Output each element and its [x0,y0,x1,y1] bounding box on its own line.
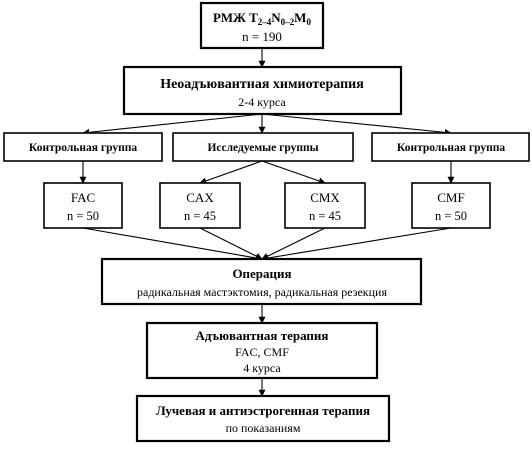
start-box-count: n = 190 [242,29,282,44]
stage-n-sub: 0–2 [281,17,295,27]
regimen-fac-count: n = 50 [67,209,99,223]
study-groups-box: Исследуемые группы [172,132,354,162]
regimen-cmx-count: n = 45 [309,209,341,223]
start-box: РМЖ T2–4N0–2M0 n = 190 [199,1,325,50]
start-box-stage-label: РМЖ T2–4N0–2M0 [213,10,311,27]
regimen-fac-box: FAC n = 50 [43,182,123,229]
regimen-cmf-name: CMF [437,190,464,205]
stage-m-letter: M [294,10,306,25]
adjuvant-detail-courses: 4 курса [243,361,281,375]
regimen-cax-name: CAX [186,190,214,205]
radiation-title: Лучевая и антиэстрогенная терапия [156,403,370,418]
arrow-study-to-cmx [261,160,326,185]
operation-detail: радикальная мастэктомия, радикальная рез… [137,285,387,299]
adjuvant-detail-regimens: FAC, CMF [235,345,289,359]
stage-prefix: РМЖ T [213,10,258,25]
arrow-neoadjuvant-to-control-right [261,113,452,136]
operation-title: Операция [232,266,291,281]
regimen-cax-box: CAX n = 45 [159,182,241,229]
radiation-detail: по показаниям [226,421,301,435]
arrow-fac-to-operation [82,227,263,262]
arrow-cmf-to-operation [261,227,452,262]
arrow-cmx-to-operation [261,227,326,260]
radiation-box: Лучевая и антиэстрогенная терапия по пок… [135,394,391,443]
adjuvant-title: Адъювантная терапия [196,328,329,343]
adjuvant-box: Адъювантная терапия FAC, CMF 4 курса [145,321,379,380]
control-group-left-label: Контрольная группа [29,142,137,154]
control-group-right-box: Контрольная группа [371,132,530,162]
regimen-cmx-box: CMX n = 45 [284,182,366,229]
arrow-neoadjuvant-to-control-left [82,113,263,136]
stage-m-sub: 0 [306,17,311,27]
control-group-left-box: Контрольная группа [3,132,163,162]
stage-n-letter: N [271,10,281,25]
arrow-cax-to-operation [199,227,263,260]
operation-box: Операция радикальная мастэктомия, радика… [100,257,423,306]
regimen-cmx-name: CMX [310,190,340,205]
neoadjuvant-detail: 2-4 курса [238,95,286,109]
control-group-right-label: Контрольная группа [397,142,505,154]
regimen-cmf-box: CMF n = 50 [411,182,491,229]
connectors [79,48,455,397]
stage-t-sub: 2–4 [258,17,272,27]
regimen-fac-name: FAC [71,190,95,205]
neoadjuvant-title: Неоадъювантная химиотерапия [160,77,364,92]
regimen-cmf-count: n = 50 [435,209,467,223]
regimen-cax-count: n = 45 [184,209,216,223]
arrow-study-to-cax [199,160,263,185]
neoadjuvant-box: Неоадъювантная химиотерапия 2-4 курса [122,65,403,116]
study-groups-label: Исследуемые группы [207,142,318,154]
